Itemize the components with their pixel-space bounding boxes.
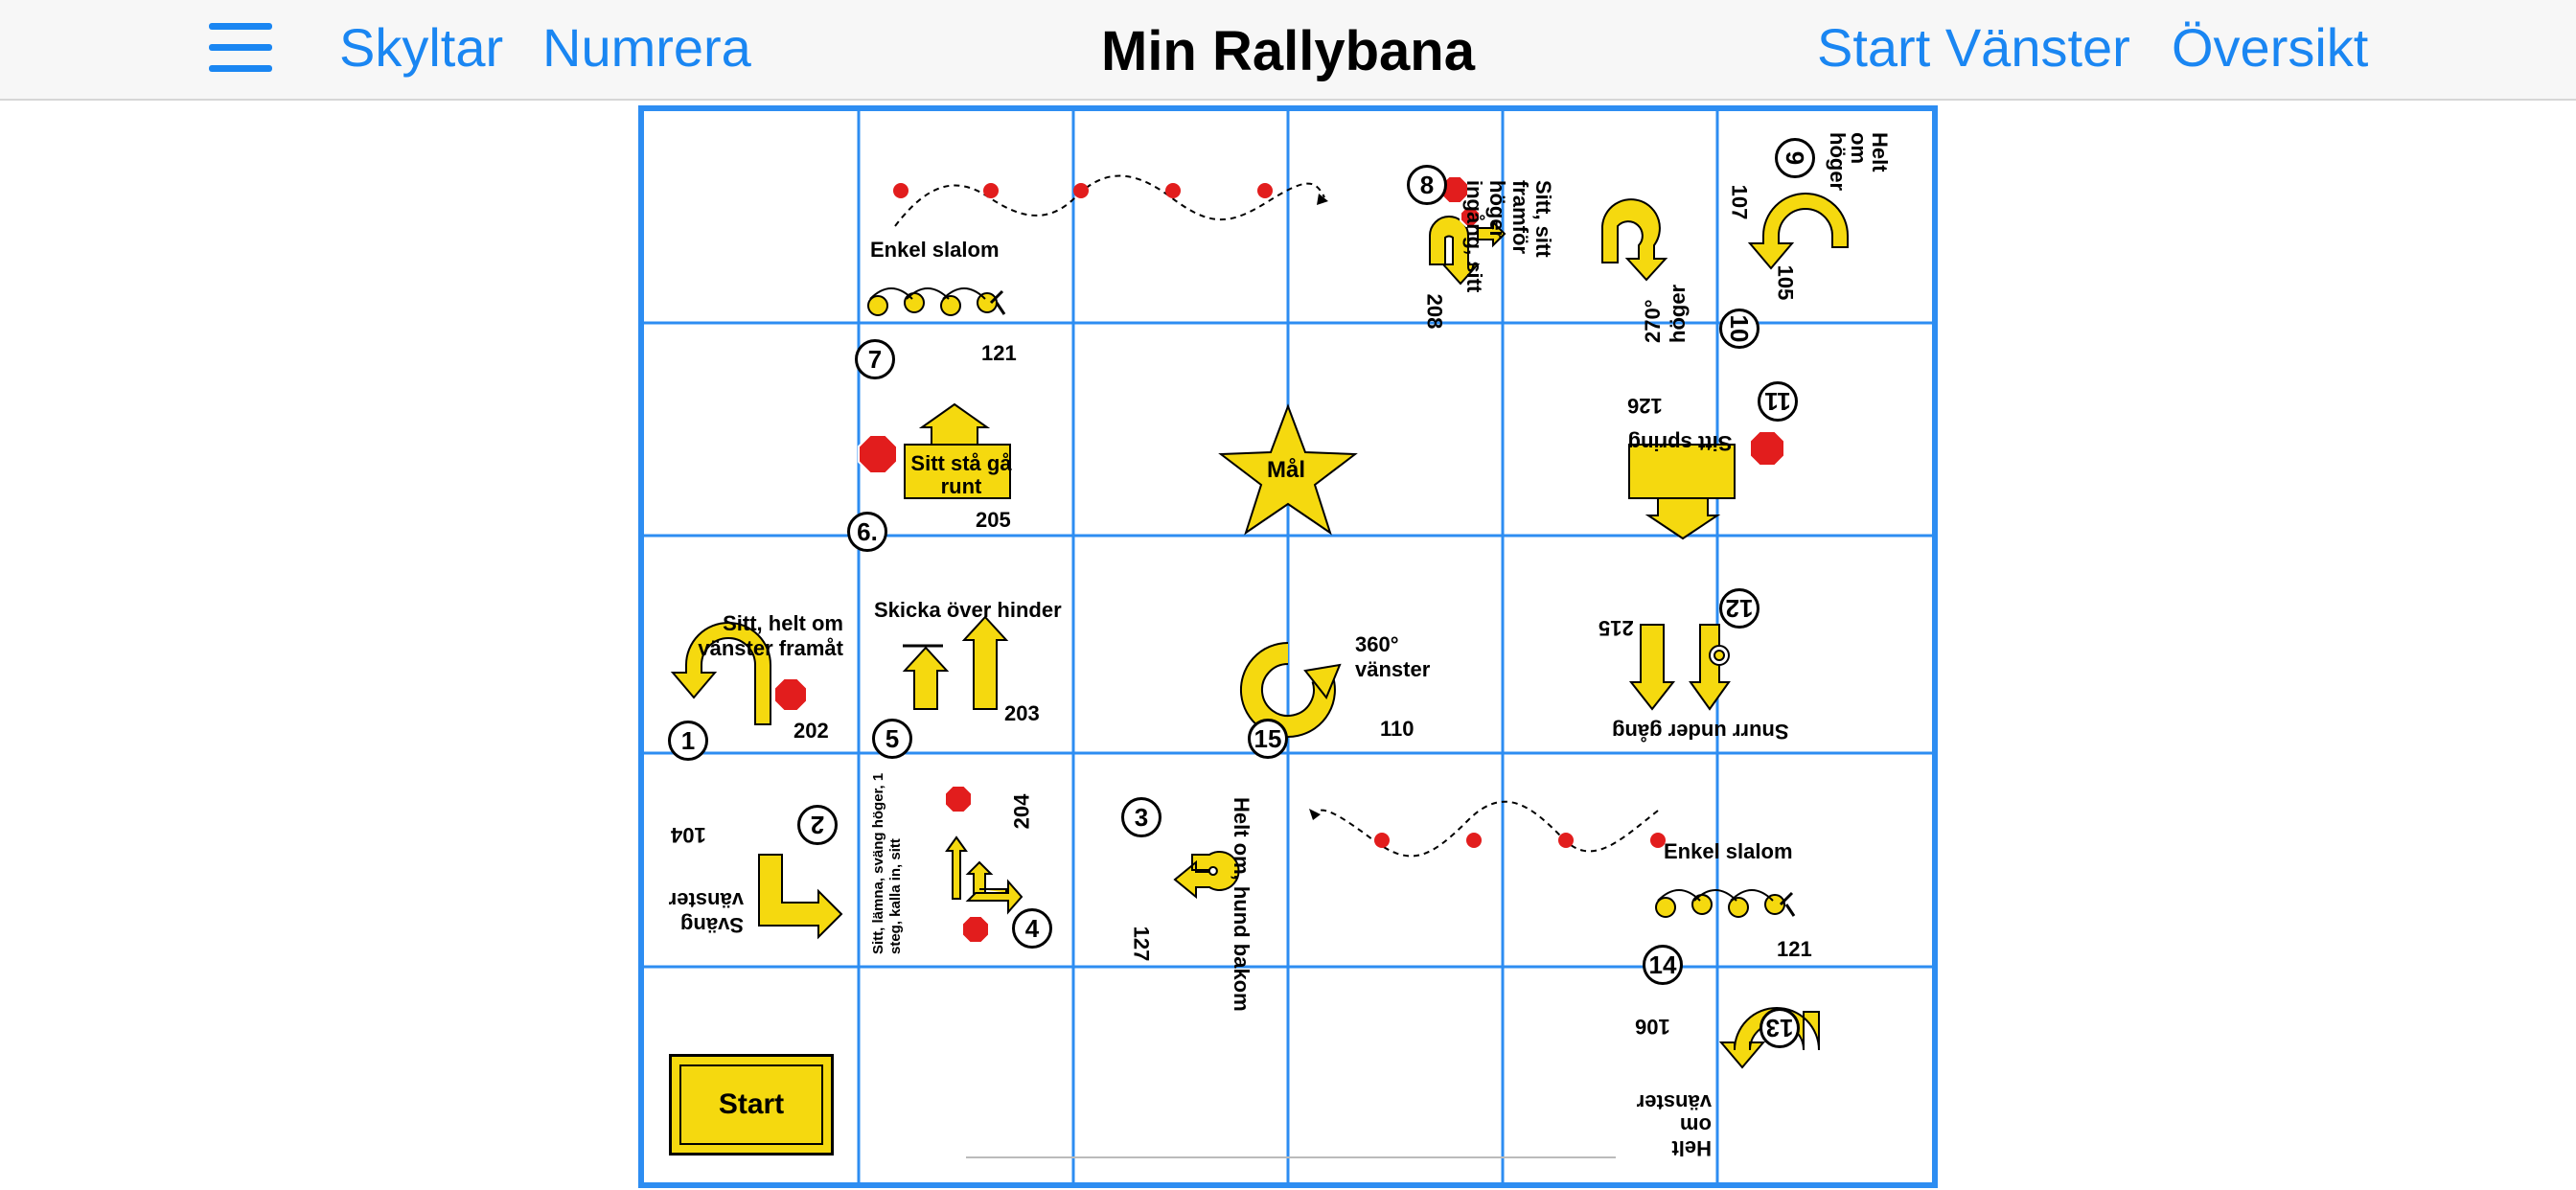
station-5-number[interactable]: 5 bbox=[872, 719, 912, 759]
rally-course-board[interactable]: Enkel slalom 121 Sitt stå gå runt 205 Må… bbox=[638, 105, 1938, 1188]
station-8-label: Sitt, sitt framför höger ingång, sitt bbox=[1462, 180, 1555, 293]
station-10-label: 270° höger bbox=[1641, 284, 1690, 343]
station-3-number[interactable]: 3 bbox=[1121, 797, 1162, 837]
station-12-number[interactable]: 12 bbox=[1719, 588, 1760, 629]
station-14-number[interactable]: 14 bbox=[1643, 945, 1683, 985]
navigation-bar: Skyltar Numrera Min Rallybana Start Väns… bbox=[0, 0, 2576, 101]
station-11-label: Sitt spring bbox=[1627, 431, 1733, 455]
station-7-code: 121 bbox=[981, 341, 1017, 365]
station-11-code: 126 bbox=[1627, 394, 1663, 418]
station-1-number[interactable]: 1 bbox=[668, 721, 708, 761]
spin-under-walk-arrows bbox=[1628, 624, 1731, 711]
about-turn-behind-arrow bbox=[1173, 851, 1240, 900]
slalom-bottom bbox=[1309, 800, 1796, 918]
finish-star-icon bbox=[1218, 403, 1358, 536]
stop-sign-icons bbox=[773, 175, 1785, 944]
numrera-button[interactable]: Numrera bbox=[542, 17, 751, 78]
station-4-number[interactable]: 4 bbox=[1012, 908, 1052, 949]
station-6-code: 205 bbox=[976, 508, 1011, 532]
sit-run-sign bbox=[1628, 444, 1736, 540]
finish-label: Mål bbox=[1267, 457, 1306, 483]
turn-left-arrow bbox=[758, 854, 843, 940]
station-8-code: 208 bbox=[1422, 293, 1447, 330]
skyltar-button[interactable]: Skyltar bbox=[339, 17, 504, 78]
turn-270-right-arrow bbox=[1601, 198, 1668, 282]
station-1-label: Sitt, helt om vänster framåt bbox=[698, 611, 843, 660]
station-14-code: 121 bbox=[1777, 937, 1812, 961]
station-15-code: 110 bbox=[1380, 717, 1414, 741]
station-10-number[interactable]: 10 bbox=[1719, 309, 1760, 349]
slalom-top bbox=[867, 174, 1328, 316]
station-1-code: 202 bbox=[794, 719, 829, 743]
station-4-code: 204 bbox=[1009, 793, 1034, 830]
sit-in-front-sign bbox=[1429, 216, 1506, 286]
turn-360-left-arrow bbox=[1239, 642, 1342, 738]
station-4-label: Sitt, lämna, sväng höger, 1 steg, kalla … bbox=[870, 772, 904, 954]
station-15-label: 360° vänster bbox=[1355, 632, 1431, 681]
oversikt-button[interactable]: Översikt bbox=[2172, 17, 2369, 78]
station-9-code: 105 bbox=[1773, 264, 1798, 301]
station-9-label: Helt om höger bbox=[1826, 132, 1892, 192]
sit-leave-turn-right-arrows bbox=[945, 835, 1024, 915]
station-3-label: Helt om, hund bakom bbox=[1230, 797, 1254, 1012]
station-6-number[interactable]: 6. bbox=[847, 512, 887, 552]
u-turn-left-arrow bbox=[670, 622, 771, 725]
station-13-label: Helt om vänster bbox=[1636, 1090, 1712, 1160]
station-7-number[interactable]: 7 bbox=[855, 339, 895, 379]
station-2-code: 104 bbox=[671, 823, 706, 847]
station-13-number[interactable]: 13 bbox=[1760, 1008, 1800, 1048]
station-7-label: Enkel slalom bbox=[870, 238, 1000, 262]
station-5-label: Skicka över hinder bbox=[874, 598, 1062, 622]
station-8-number[interactable]: 8 bbox=[1407, 165, 1447, 205]
page-title: Min Rallybana bbox=[1101, 20, 1475, 82]
station-15-number[interactable]: 15 bbox=[1248, 719, 1288, 759]
start-vanster-button[interactable]: Start Vänster bbox=[1817, 17, 2130, 78]
station-6-label: Sitt stå gå runt bbox=[910, 451, 1012, 498]
sit-stand-walk-around-sign bbox=[904, 402, 1011, 499]
station-11-number[interactable]: 11 bbox=[1758, 381, 1798, 422]
station-2-number[interactable]: 2 bbox=[797, 805, 838, 845]
about-turn-right-arrow bbox=[1747, 193, 1849, 270]
station-13-code: 106 bbox=[1635, 1015, 1670, 1039]
station-14-label: Enkel slalom bbox=[1664, 839, 1793, 863]
station-5-code: 203 bbox=[1004, 701, 1040, 725]
hamburger-menu-icon[interactable] bbox=[209, 23, 272, 73]
start-sign[interactable]: Start bbox=[669, 1054, 834, 1156]
station-9-number[interactable]: 9 bbox=[1775, 138, 1815, 178]
station-12-code: 215 bbox=[1598, 616, 1634, 640]
send-over-hurdle-arrows bbox=[902, 615, 1009, 710]
station-12-label: Snurr under gång bbox=[1612, 720, 1789, 744]
station-10-code: 107 bbox=[1727, 184, 1752, 220]
station-2-label: Sväng vänster bbox=[668, 888, 744, 937]
station-3-code: 127 bbox=[1129, 926, 1154, 962]
